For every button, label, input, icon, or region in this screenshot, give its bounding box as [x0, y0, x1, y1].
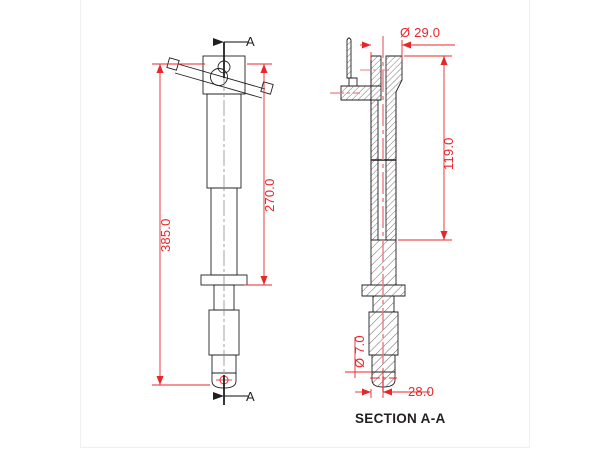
dimension-upper-length: 270.0: [262, 178, 277, 212]
section-marker-top: [213, 38, 248, 78]
front-view-geometry: [166, 55, 274, 389]
dimension-overall-length: 385.0: [158, 218, 173, 252]
dimension-pin-diameter: Ø 7.0: [352, 335, 367, 368]
section-shaft-b: [368, 311, 399, 356]
section-left-wall: [370, 99, 379, 161]
section-view-dimension-lines: [345, 40, 455, 398]
section-collar: [370, 55, 382, 87]
dimension-base-width: 28.0: [408, 384, 435, 399]
section-marker-label-bottom: A: [246, 389, 255, 404]
section-left-wall-lower: [370, 159, 379, 241]
section-view-geometry: [340, 37, 406, 388]
section-right-wall-lower: [385, 159, 397, 241]
drawing-frame-border: [80, 0, 530, 448]
section-right-wall-upper: [385, 55, 403, 161]
front-view-dimension-lines: [152, 63, 272, 386]
section-marker-bottom: [213, 375, 248, 405]
dimension-outer-diameter: Ø 29.0: [400, 25, 441, 40]
section-view-title: SECTION A-A: [355, 411, 446, 426]
dimension-body-height: 119.0: [441, 137, 456, 170]
section-marker-label-top: A: [246, 34, 255, 49]
